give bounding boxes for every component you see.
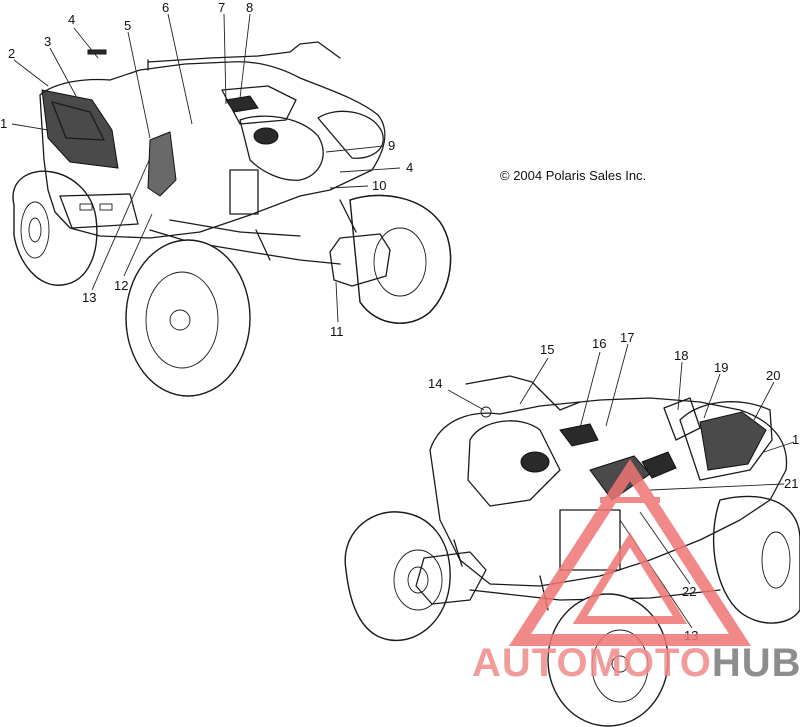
callout-11: 11	[330, 324, 344, 339]
front-left-tire	[344, 511, 451, 642]
copyright-text: © 2004 Polaris Sales Inc.	[500, 168, 646, 183]
callout-22: 22	[682, 584, 696, 599]
callout-21: 21	[784, 476, 798, 491]
callouts-front-view: 14 15 16 17 18 19 20 1 21 22 13	[428, 330, 799, 643]
rear-fender	[39, 61, 386, 239]
callout-6: 6	[162, 0, 169, 15]
callout-1-front: 1	[792, 432, 799, 447]
callout-17: 17	[620, 330, 634, 345]
decal-side-panel	[147, 131, 177, 197]
callout-15: 15	[540, 342, 554, 357]
callout-8: 8	[246, 0, 253, 15]
front-right-tire	[547, 593, 669, 727]
atv-front-view	[344, 375, 800, 727]
callout-19: 19	[714, 360, 728, 375]
callout-5: 5	[124, 18, 131, 33]
watermark-text: AUTOMOTOHUB	[472, 641, 800, 685]
callout-13-rear: 13	[82, 290, 96, 305]
rear-right-tire	[125, 239, 251, 397]
decal-rear-fender-left	[41, 89, 119, 169]
handlebar-front-view	[465, 375, 581, 411]
handlebar-rear-view	[147, 41, 341, 63]
rear-right-tire-front-view	[712, 495, 800, 624]
watermark-logo-icon	[508, 458, 752, 646]
front-right-tire-rear-view	[349, 194, 452, 324]
callout-18: 18	[674, 348, 688, 363]
rear-left-tire	[12, 170, 98, 286]
watermark-text-main: AUTOMOTO	[472, 641, 712, 685]
callout-10: 10	[372, 178, 386, 193]
watermark: AUTOMOTOHUB	[472, 458, 800, 685]
decal-rear-fender-right	[699, 411, 767, 471]
callout-7: 7	[218, 0, 225, 15]
callout-2: 2	[8, 46, 15, 61]
callouts-rear-view: 1 2 3 4 5 6 7 8 9 4 10 11 12 13	[0, 0, 413, 339]
callout-12: 12	[114, 278, 128, 293]
callout-20: 20	[766, 368, 780, 383]
callout-3: 3	[44, 34, 51, 49]
callout-1-rear: 1	[0, 116, 7, 131]
watermark-text-hub: HUB	[712, 641, 800, 685]
callout-4-top: 4	[68, 12, 75, 27]
front-bumper	[415, 551, 487, 605]
callout-14: 14	[428, 376, 442, 391]
callout-16: 16	[592, 336, 606, 351]
front-bumper-rear-view	[329, 233, 391, 287]
atv-rear-view	[12, 41, 452, 397]
callout-9: 9	[388, 138, 395, 153]
callout-4-side: 4	[406, 160, 413, 175]
